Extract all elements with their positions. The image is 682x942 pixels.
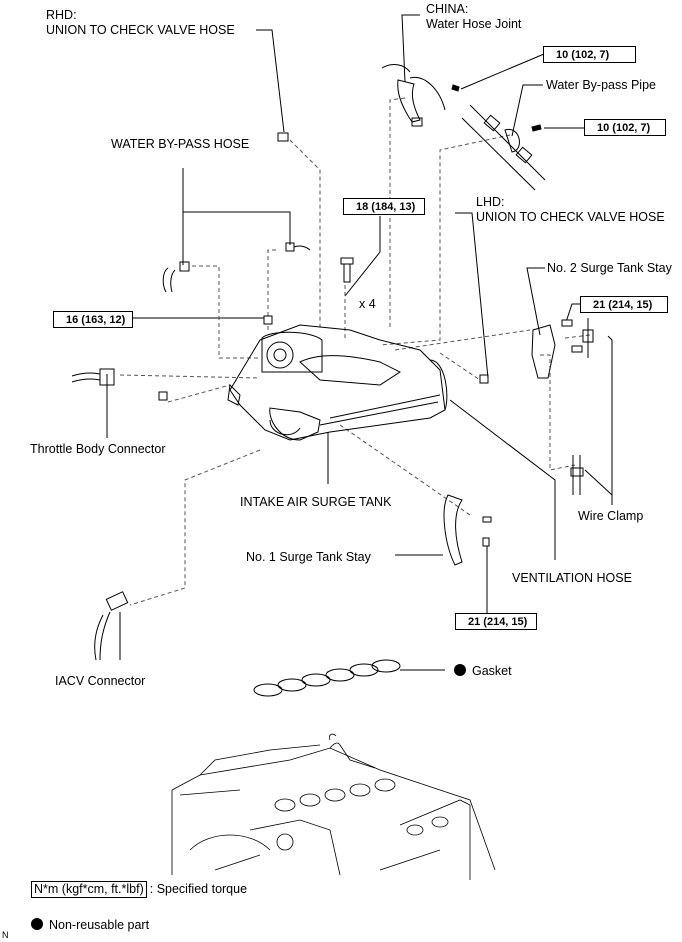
intake-surge-tank-drawing (227, 324, 448, 441)
non-reusable-dot-icon (454, 664, 466, 676)
hose-clamps-drawing (162, 132, 489, 384)
legend-nonreusable-text: Non-reusable part (49, 918, 150, 932)
water-hose-joint-drawing (381, 64, 446, 127)
engine-drawing (171, 733, 496, 880)
non-reusable-dot-icon (31, 918, 43, 930)
torque-joint-bolt: 10 (102, 7) (543, 46, 636, 63)
connectors-drawing (71, 368, 129, 661)
china-label-line2: Water Hose Joint (426, 17, 522, 31)
china-water-hose-joint-label: CHINA: Water Hose Joint (426, 2, 521, 32)
torque-tank-bolts: 18 (184, 13) (343, 198, 425, 215)
iacv-connector-label: IACV Connector (55, 674, 146, 688)
bolt-count-label: x 4 (359, 297, 376, 311)
legend-torque-desc: : Specified torque (149, 882, 248, 896)
rhd-union-label: RHD: UNION TO CHECK VALVE HOSE (46, 8, 235, 38)
rhd-union-label-line1: RHD: (46, 8, 77, 22)
ventilation-hose-label: VENTILATION HOSE (512, 571, 632, 585)
legend-torque-box: N*m (kgf*cm, ft.*lbf) (31, 881, 147, 898)
legend-torque: N*m (kgf*cm, ft.*lbf): Specified torque (31, 881, 247, 898)
no2-surge-tank-stay-label: No. 2 Surge Tank Stay (547, 261, 672, 275)
torque-throttle-nut: 16 (163, 12) (53, 311, 133, 328)
lhd-union-label: LHD: UNION TO CHECK VALVE HOSE (476, 195, 665, 225)
rhd-union-label-line2: UNION TO CHECK VALVE HOSE (46, 23, 235, 37)
china-label-line1: CHINA: (426, 2, 469, 16)
intake-air-surge-tank-label: INTAKE AIR SURGE TANK (240, 495, 392, 509)
lhd-union-label-line1: LHD: (476, 195, 505, 209)
water-bypass-hose-label: WATER BY-PASS HOSE (111, 137, 250, 151)
gasket-label: Gasket (454, 664, 512, 679)
alignment-lines (119, 97, 591, 606)
throttle-body-connector-label: Throttle Body Connector (30, 442, 166, 456)
gasket-label-text: Gasket (472, 664, 512, 678)
torque-no1-stay-bolt: 21 (214, 15) (455, 613, 537, 630)
corner-mark: N (2, 930, 9, 940)
legend-nonreusable: Non-reusable part (31, 918, 149, 933)
gasket-drawing (253, 659, 401, 697)
leader-lines (106, 14, 613, 671)
water-bypass-pipe-drawing (451, 84, 546, 191)
water-bypass-pipe-label: Water By-pass Pipe (546, 78, 656, 92)
surge-tank-stays-drawing (443, 318, 594, 566)
fasteners-drawing (158, 257, 583, 547)
wire-clamp-label: Wire Clamp (578, 509, 644, 523)
lhd-union-label-line2: UNION TO CHECK VALVE HOSE (476, 210, 665, 224)
torque-pipe-bolt: 10 (102, 7) (584, 119, 666, 136)
no1-surge-tank-stay-label: No. 1 Surge Tank Stay (246, 550, 371, 564)
torque-no2-stay-bolt: 21 (214, 15) (580, 296, 668, 313)
